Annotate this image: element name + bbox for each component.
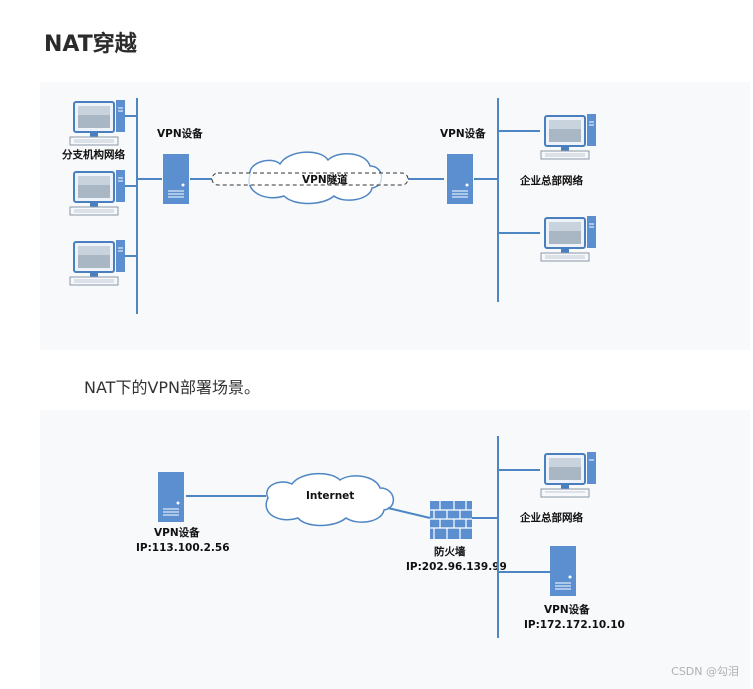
vpn-device-172-icon bbox=[549, 545, 577, 597]
branch-network-label: 分支机构网络 bbox=[62, 148, 125, 161]
firewall-label: 防火墙 bbox=[434, 545, 466, 558]
hq-pc-icon-2 bbox=[540, 215, 597, 262]
branch-pc-icon-2 bbox=[69, 169, 126, 216]
vpn-device-right-label: VPN设备 bbox=[440, 127, 486, 140]
hq-pc-icon bbox=[540, 451, 597, 498]
vpn-device-172-ip: IP:172.172.10.10 bbox=[524, 619, 625, 631]
diagram-nat-scenario-canvas: VPN设备 IP:113.100.2.56 Internet bbox=[136, 436, 625, 638]
hq-network-label-2: 企业总部网络 bbox=[519, 511, 583, 524]
firewall-icon bbox=[430, 501, 472, 539]
diagram-vpn-tunnel-canvas: 分支机构网络 VPN设备 VPN隧道 VPN设备 企业总部网络 bbox=[62, 98, 597, 314]
hq-pc-icon-1 bbox=[540, 113, 597, 160]
vpn-device-113-icon bbox=[157, 471, 185, 523]
diagram-caption: NAT下的VPN部署场景。 bbox=[84, 378, 261, 397]
vpn-tunnel-pipe bbox=[211, 172, 409, 186]
branch-pc-icon-3 bbox=[69, 239, 126, 286]
hq-network-label: 企业总部网络 bbox=[519, 174, 583, 187]
vpn-device-113-ip: IP:113.100.2.56 bbox=[136, 542, 230, 554]
vpn-device-113-label: VPN设备 bbox=[154, 526, 200, 539]
diagram-nat-scenario: VPN设备 IP:113.100.2.56 Internet bbox=[40, 410, 750, 689]
vpn-device-left-label: VPN设备 bbox=[157, 127, 203, 140]
branch-pc-icon-1 bbox=[69, 99, 126, 146]
internet-cloud-icon bbox=[265, 472, 394, 527]
internet-label: Internet bbox=[306, 490, 354, 502]
diagram-vpn-tunnel: 分支机构网络 VPN设备 VPN隧道 VPN设备 企业总部网络 bbox=[40, 82, 750, 350]
vpn-tunnel-label: VPN隧道 bbox=[302, 173, 348, 186]
vpn-device-left-icon bbox=[162, 153, 190, 205]
vpn-device-right-icon bbox=[446, 153, 474, 205]
vpn-device-172-label: VPN设备 bbox=[544, 603, 590, 616]
csdn-watermark: CSDN @勾泪 bbox=[671, 665, 739, 678]
internet-to-firewall-link bbox=[387, 507, 431, 519]
page-title: NAT穿越 bbox=[44, 32, 137, 57]
firewall-ip: IP:202.96.139.99 bbox=[406, 561, 507, 573]
